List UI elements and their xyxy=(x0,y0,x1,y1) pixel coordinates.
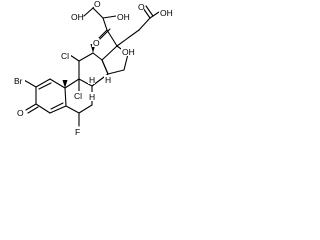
bond xyxy=(27,106,39,114)
label-h-14: H xyxy=(105,75,111,85)
bond xyxy=(99,28,111,40)
bond xyxy=(102,15,117,19)
label-oh-acid-top: OH xyxy=(71,12,84,22)
bond xyxy=(138,17,151,31)
wedge-bond-10-methyl xyxy=(62,80,68,88)
bond xyxy=(50,102,64,110)
bond-skeleton xyxy=(23,3,160,127)
bond xyxy=(102,17,108,31)
bond xyxy=(78,104,93,114)
atom-labels: OH O OH OH O O Cl OH Br H Cl H H O F xyxy=(13,0,173,137)
chemical-structure: OH O OH OH O O Cl OH Br H Cl H H O F xyxy=(13,0,173,137)
bond xyxy=(92,52,103,61)
bond xyxy=(92,7,104,19)
label-oh-17: OH xyxy=(122,47,135,57)
bond xyxy=(64,87,67,107)
bond xyxy=(83,7,94,17)
label-h-9: H xyxy=(89,92,95,102)
label-cl-9: Cl xyxy=(74,91,82,101)
label-o-ketone: O xyxy=(93,38,100,48)
bond xyxy=(35,103,51,114)
bond xyxy=(38,82,52,90)
bond xyxy=(78,52,94,62)
bond xyxy=(142,7,151,19)
bond xyxy=(106,29,118,47)
label-cl-11: Cl xyxy=(61,51,69,61)
label-oh-acid-right: OH xyxy=(160,8,173,18)
bond xyxy=(149,11,160,19)
bond xyxy=(107,69,125,75)
bond xyxy=(35,78,51,88)
bond xyxy=(49,105,67,114)
label-br-2: Br xyxy=(14,76,23,86)
bond xyxy=(69,54,80,62)
bond xyxy=(23,79,37,88)
label-oh-secondary: OH xyxy=(117,12,130,22)
bond xyxy=(64,78,80,89)
bond xyxy=(101,59,109,75)
bond xyxy=(101,45,118,61)
label-f-6: F xyxy=(75,127,80,137)
label-o-acid-right: O xyxy=(138,2,145,12)
bond xyxy=(65,105,80,114)
bond xyxy=(25,103,37,111)
label-o-3: O xyxy=(17,108,24,118)
label-h-8: H xyxy=(89,75,95,85)
bond xyxy=(78,78,93,87)
bond xyxy=(116,29,140,47)
bond xyxy=(49,78,66,89)
bond xyxy=(145,5,154,17)
label-o-acid-top: O xyxy=(94,0,101,9)
bond xyxy=(123,53,129,71)
